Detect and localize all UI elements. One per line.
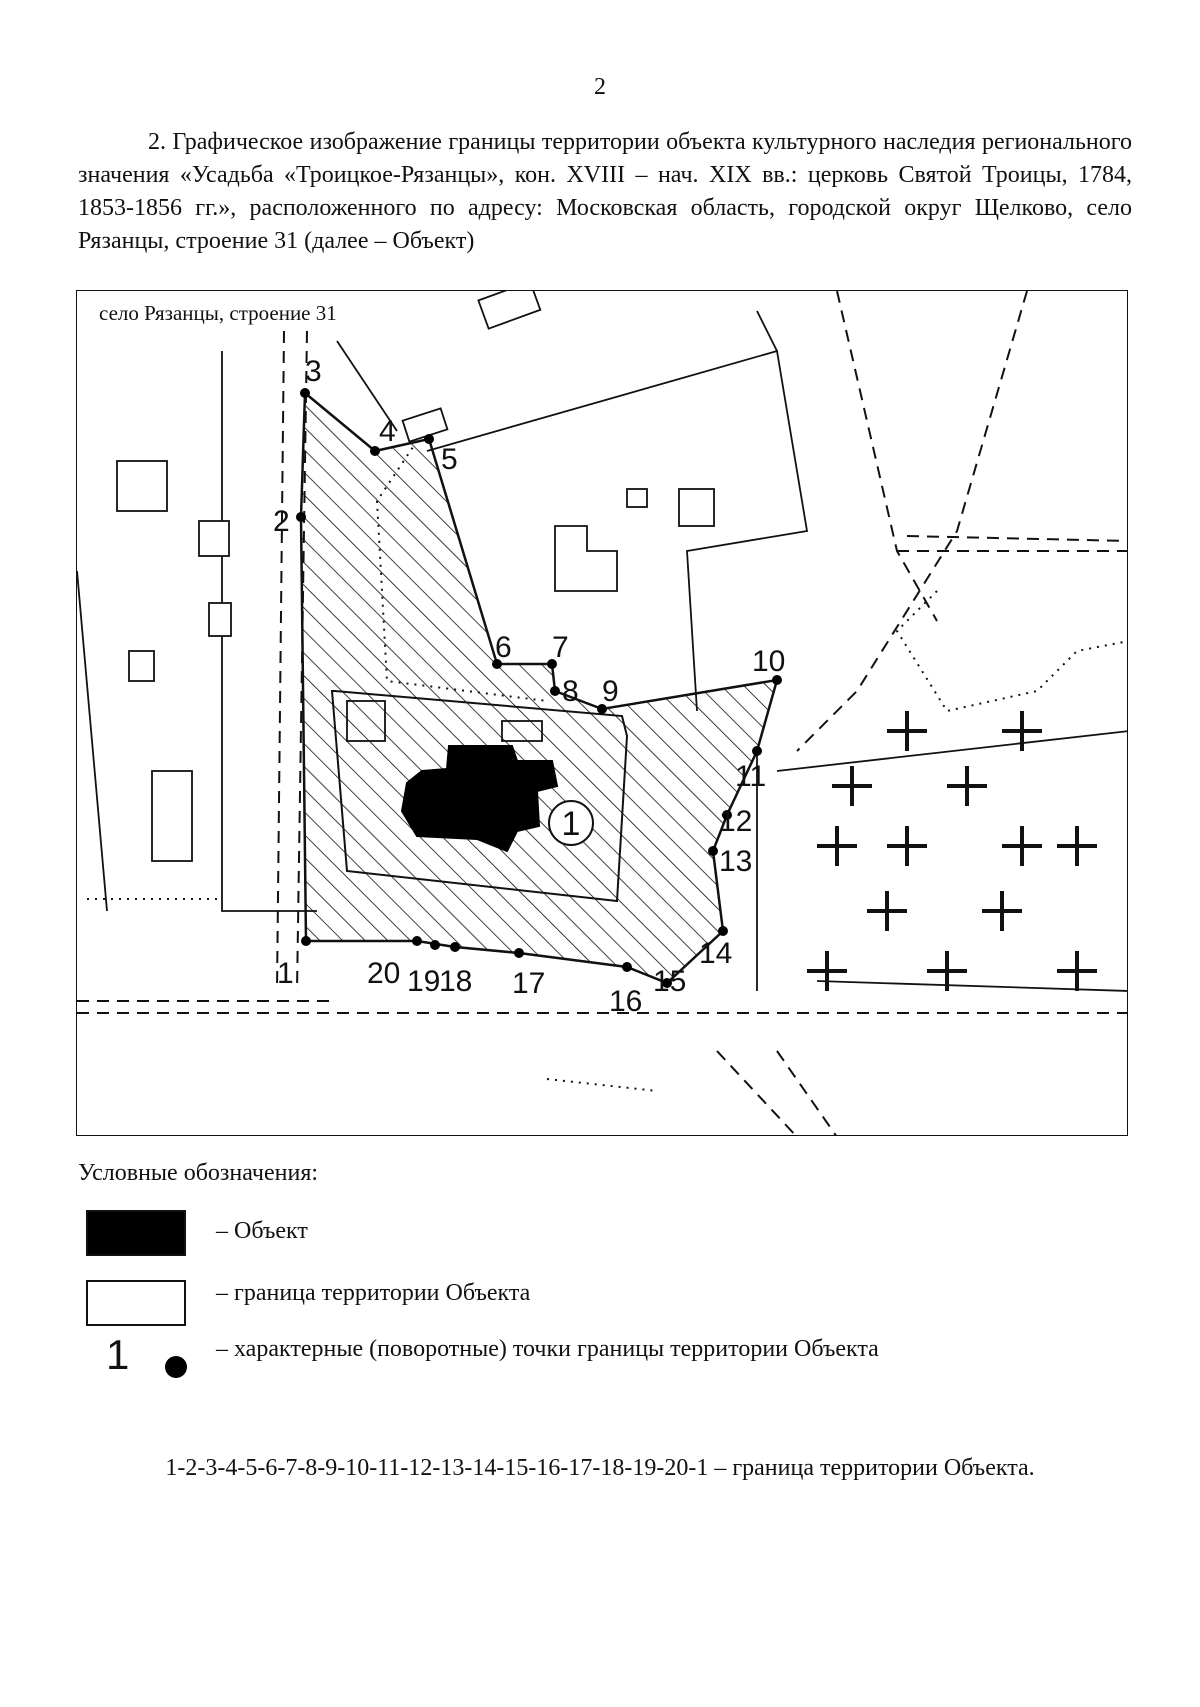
boundary-summary: 1-2-3-4-5-6-7-8-9-10-11-12-13-14-15-16-1… [165, 1455, 1035, 1481]
boundary-point-label: 13 [719, 845, 752, 878]
building [208, 602, 232, 637]
boundary-point-label: 5 [441, 443, 458, 476]
cross-icon [887, 826, 927, 866]
legend-point-dot-icon [165, 1356, 187, 1378]
boundary-point-label: 3 [305, 355, 322, 388]
plot-line [77, 570, 108, 912]
plot-line [776, 730, 1127, 772]
cross-icon [807, 951, 847, 991]
boundary-point-dot [547, 659, 557, 669]
road-line [906, 535, 1127, 542]
legend-swatch-object [86, 1210, 186, 1256]
boundary-point-label: 16 [609, 985, 642, 1018]
legend-label-object: – Объект [216, 1218, 308, 1244]
boundary-point-label: 1 [277, 957, 294, 990]
boundary-point-dot [301, 936, 311, 946]
cross-icon [1002, 826, 1042, 866]
building [554, 525, 618, 592]
boundary-point-label: 11 [735, 760, 766, 793]
boundary-point-dot [450, 942, 460, 952]
cross-icon [982, 891, 1022, 931]
cemetery-crosses [807, 711, 1097, 991]
building [198, 520, 230, 557]
building [151, 770, 193, 862]
boundary-point-label: 20 [367, 957, 400, 990]
plot-line [816, 980, 1127, 992]
object-shape [400, 745, 559, 853]
legend-swatch-boundary [86, 1280, 186, 1326]
boundary-point-dot [752, 746, 762, 756]
cross-icon [1057, 826, 1097, 866]
boundary-map: 1 [76, 290, 1128, 1136]
building [477, 291, 542, 330]
object-marker-number: 1 [562, 805, 581, 843]
boundary-point-label: 15 [653, 965, 686, 998]
boundary-point-dot [424, 434, 434, 444]
boundary-point-dot [772, 675, 782, 685]
legend-label-boundary: – граница территории Объекта [216, 1280, 531, 1306]
boundary-point-dot [296, 512, 306, 522]
boundary-point-label: 14 [699, 937, 732, 970]
territory-boundary [299, 390, 779, 985]
boundary-point-dot [370, 446, 380, 456]
boundary-point-dot [597, 704, 607, 714]
building [626, 488, 648, 508]
boundary-point-label: 6 [495, 631, 512, 664]
boundary-point-label: 17 [512, 967, 545, 1000]
inner-boundary [330, 690, 629, 903]
road-line [796, 291, 1028, 752]
boundary-point-label: 9 [602, 675, 619, 708]
page-number: 2 [594, 74, 606, 100]
cross-icon [832, 766, 872, 806]
fence-line [546, 1078, 658, 1092]
boundary-point-dots [296, 388, 782, 988]
boundary-point-label: 2 [273, 505, 290, 538]
boundary-point-dot [622, 962, 632, 972]
fences [87, 440, 1127, 1092]
boundary-point-dot [430, 940, 440, 950]
map-caption: село Рязанцы, строение 31 [95, 301, 341, 326]
boundary-point-label: 19 [407, 965, 440, 998]
building [116, 460, 168, 512]
boundary-point-dot [514, 948, 524, 958]
boundary-point-dot [550, 686, 560, 696]
cross-icon [817, 826, 857, 866]
object-marker-circle [548, 800, 594, 846]
map-drawing: 1 [77, 291, 1127, 1135]
cross-icon [947, 766, 987, 806]
boundary-point-dot [300, 388, 310, 398]
boundary-point-label: 4 [379, 415, 396, 448]
boundary-point-dot [412, 936, 422, 946]
legend-label-points: – характерные (поворотные) точки границы… [216, 1336, 879, 1362]
road-line [276, 330, 285, 992]
building [678, 488, 715, 527]
cross-icon [887, 711, 927, 751]
plot-line [336, 340, 398, 432]
cross-icon [927, 951, 967, 991]
boundary-point-dot [708, 846, 718, 856]
legend-title: Условные обозначения: [78, 1160, 319, 1186]
boundary-point-dot [492, 659, 502, 669]
boundary-point-dot [662, 978, 672, 988]
boundary-point-labels: 1 2 3 4 5 6 7 8 9 10 11 12 13 14 15 16 1… [273, 355, 785, 1018]
road-line [776, 1050, 837, 1135]
legend-point-number: 1 [106, 1331, 130, 1378]
boundary-point-label: 10 [752, 645, 785, 678]
road-line [836, 291, 938, 622]
intro-paragraph: 2. Графическое изображение границы терри… [78, 129, 1132, 254]
road-line [716, 1050, 797, 1135]
building [128, 650, 155, 682]
boundary-point-dot [718, 926, 728, 936]
cross-icon [1057, 951, 1097, 991]
cross-icon [1002, 711, 1042, 751]
plot-line [426, 349, 809, 712]
boundary-point-label: 7 [552, 631, 569, 664]
boundary-point-label: 12 [719, 805, 752, 838]
plot-line [756, 310, 778, 352]
cross-icon [867, 891, 907, 931]
fence-line [895, 590, 1127, 713]
boundary-point-label: 8 [562, 675, 579, 708]
boundary-point-dot [722, 810, 732, 820]
boundary-point-label: 18 [439, 965, 472, 998]
